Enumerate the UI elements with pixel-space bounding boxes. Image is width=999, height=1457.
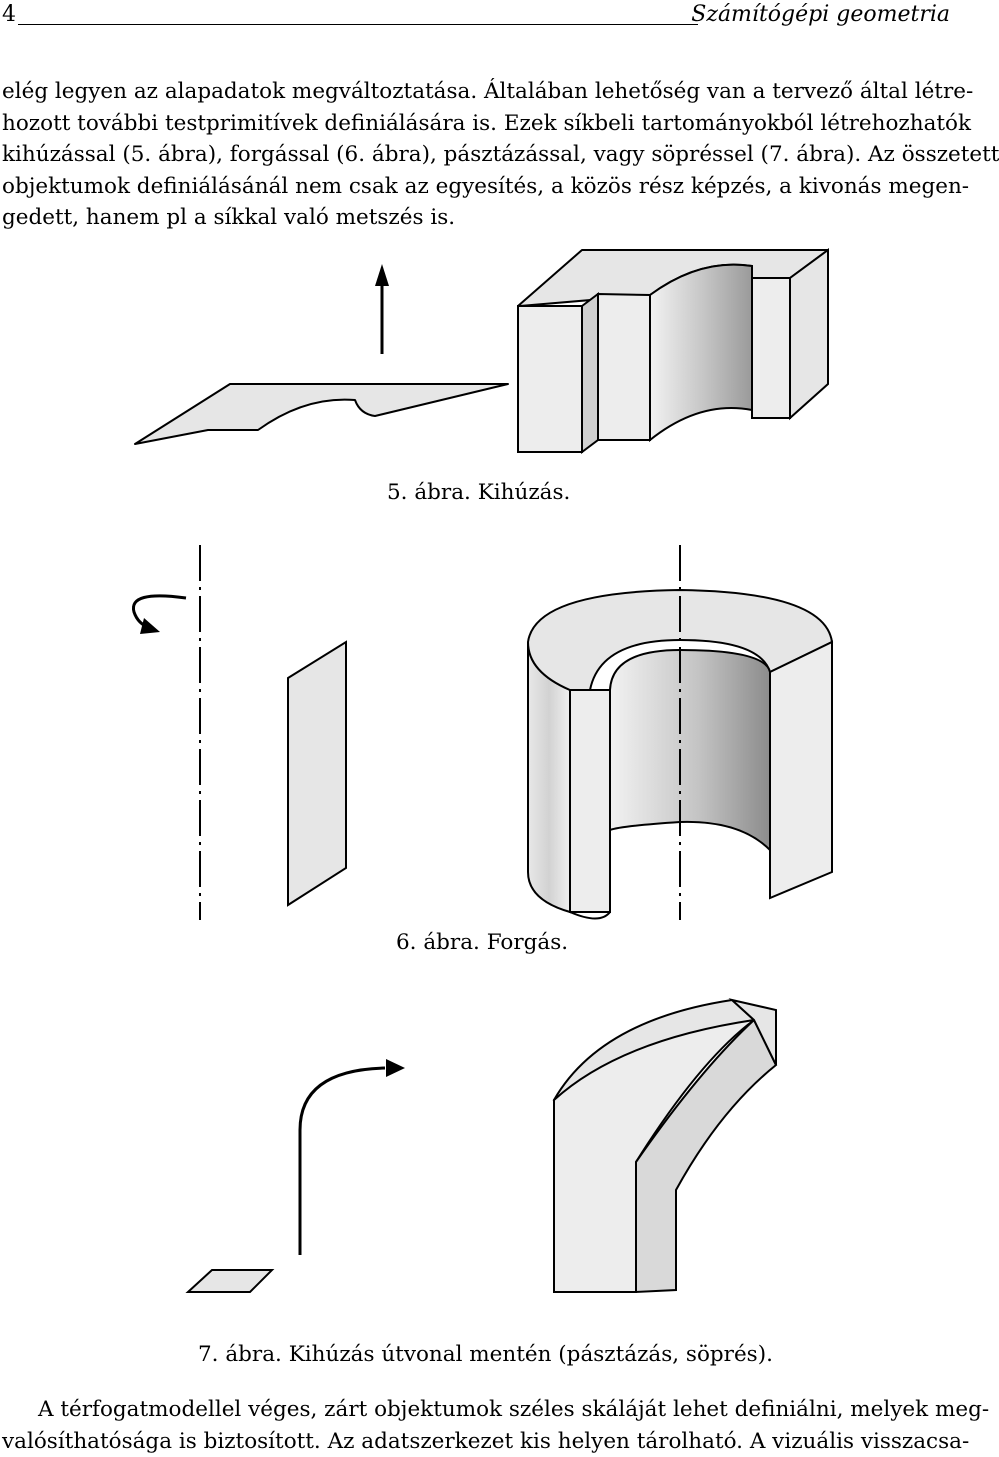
fig5-caption: 5. ábra. Kihúzás. bbox=[387, 480, 570, 505]
fig7-path-arrow bbox=[300, 1059, 405, 1255]
fig7-swept-solid bbox=[554, 1000, 776, 1292]
fig6-caption: 6. ábra. Forgás. bbox=[396, 930, 568, 955]
fig7-caption: 7. ábra. Kihúzás útvonal mentén (pásztáz… bbox=[198, 1342, 773, 1367]
fig6-profile bbox=[288, 642, 346, 905]
closing-paragraph: A térfogatmodellel véges, zárt objektumo… bbox=[2, 1394, 954, 1457]
fig6-rotation-arrow bbox=[133, 596, 186, 634]
text-line: valósíthatósága is biztosított. Az adats… bbox=[2, 1426, 954, 1457]
fig5-extruded-solid bbox=[518, 250, 828, 452]
fig7-profile bbox=[188, 1270, 272, 1292]
fig5-extrude-arrow bbox=[375, 264, 389, 354]
fig5-profile bbox=[135, 384, 508, 444]
text-line: A térfogatmodellel véges, zárt objektumo… bbox=[2, 1394, 954, 1426]
figures-canvas bbox=[0, 0, 960, 1454]
